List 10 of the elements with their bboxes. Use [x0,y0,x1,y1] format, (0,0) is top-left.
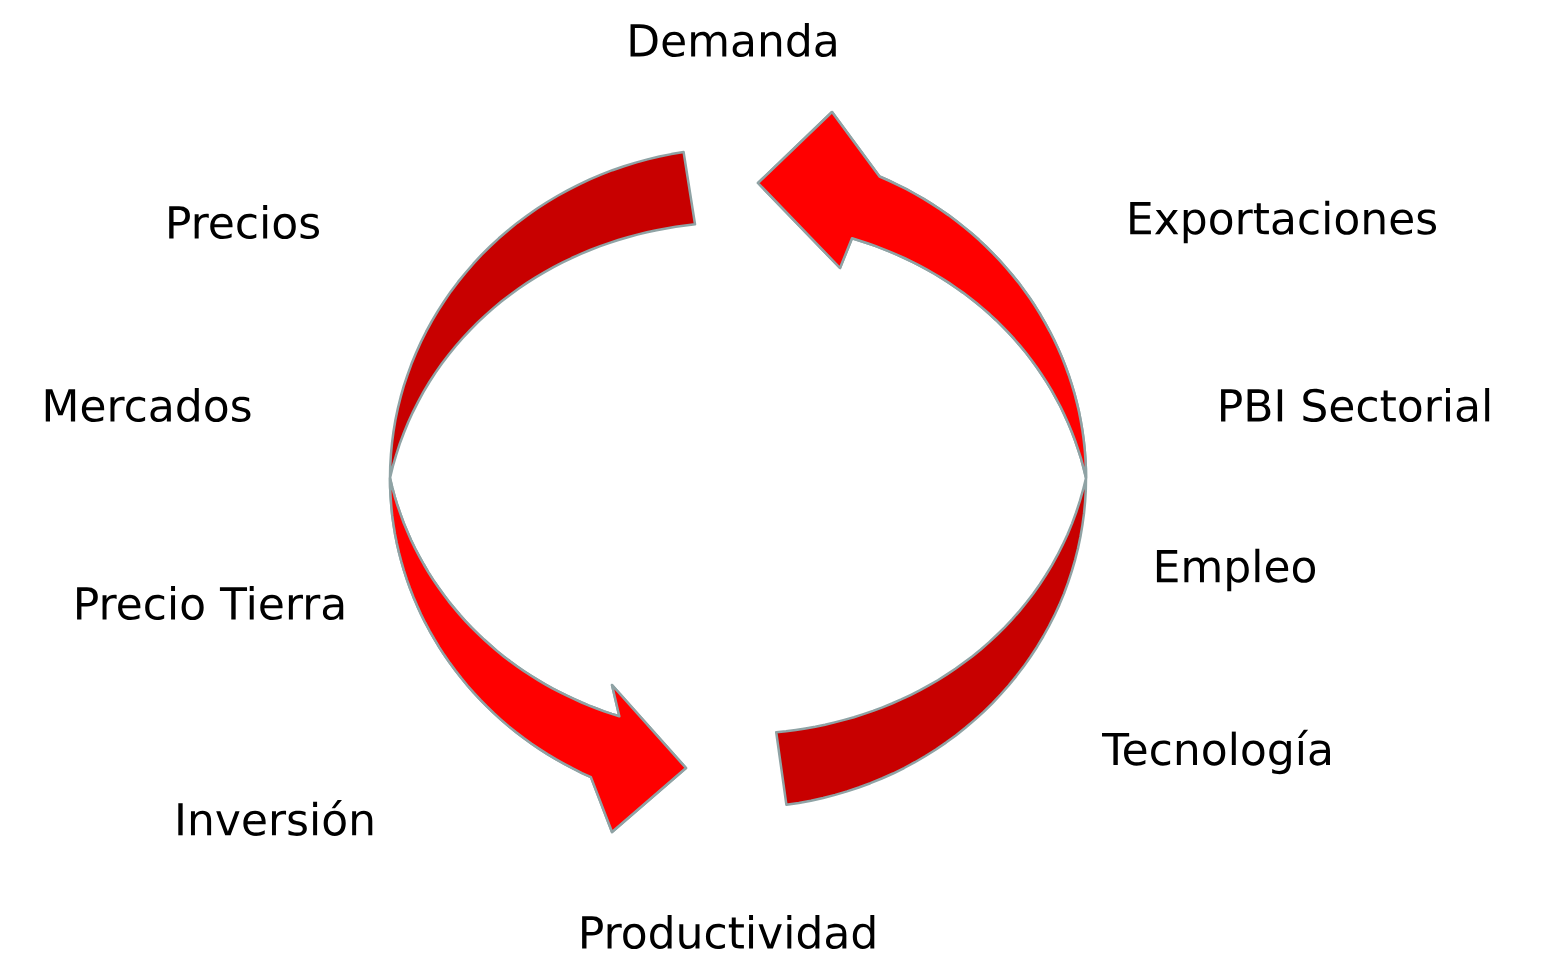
factor-label: Mercados [45,388,251,423]
factor-label: Inversión [178,800,373,836]
node-label: Productividad [582,915,875,950]
node-label: Demanda [630,23,836,58]
factor-label: Empleo [1156,548,1315,592]
factor-label: Precio Tierra [77,586,344,621]
factor-label: Tecnología [1102,729,1330,775]
factor-label: Precios [169,205,319,240]
factor-label: PBI Sectorial [1221,388,1490,423]
factor-label: Exportaciones [1130,200,1436,244]
